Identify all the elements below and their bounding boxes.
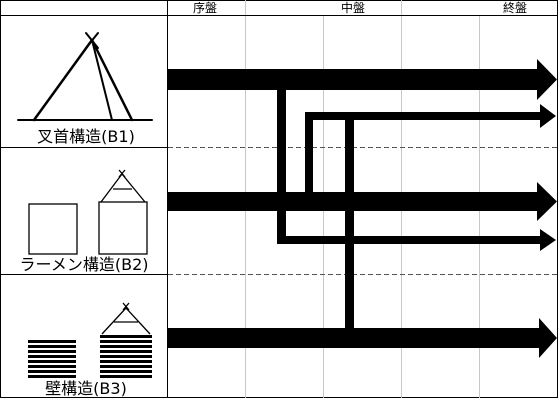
- branch-b2-to-b1-vertical: [305, 112, 313, 203]
- phase-label-early: 序盤: [192, 1, 217, 15]
- arrow-b2-main-head: [537, 182, 557, 221]
- arrow-b3-main-head: [539, 318, 557, 358]
- phase-label-late: 終盤: [502, 1, 527, 15]
- wall-houses-icon: [28, 302, 152, 378]
- arrow-b1-main-head: [537, 59, 557, 100]
- row-label-b2: ラーメン構造(B2): [19, 255, 149, 274]
- phase-label-middle: 中盤: [340, 1, 365, 15]
- frame-houses-icon: [28, 169, 148, 255]
- flow-lines: [168, 59, 557, 358]
- branch-b1-to-b2-vertical: [277, 79, 286, 244]
- row-label-b3: 壁構造(B3): [45, 379, 127, 398]
- branch-b3-to-b1-vertical: [345, 116, 354, 338]
- row-dividers: [0, 147, 558, 275]
- tent-icon: [17, 32, 153, 122]
- row-label-b1: 叉首構造(B1): [37, 127, 135, 146]
- arrow-b1-main-shaft: [168, 69, 538, 90]
- branch-b2-to-b1-shaft: [305, 112, 541, 120]
- branch-b1-to-b2-head: [540, 229, 556, 251]
- branch-b2-to-b1-head: [540, 104, 556, 128]
- branch-b1-to-b2-shaft: [277, 236, 541, 244]
